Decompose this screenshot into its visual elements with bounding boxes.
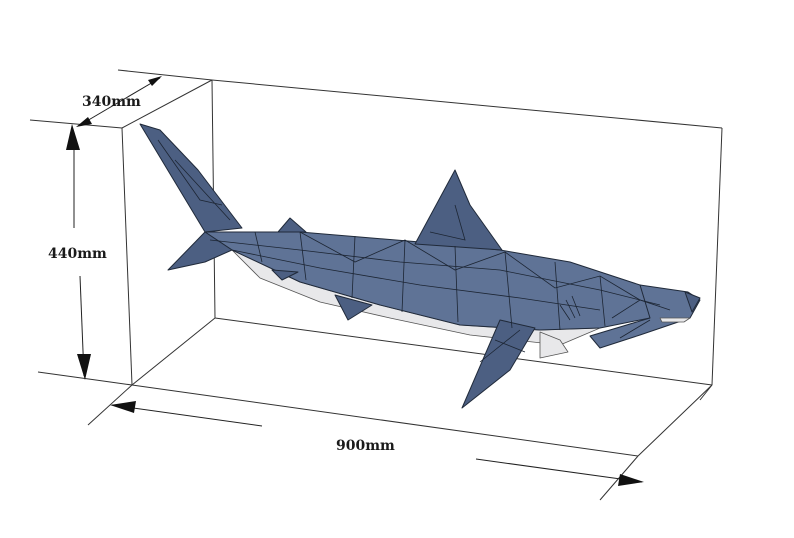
depth-dimension: 340mm [76,76,162,127]
length-dimension: 900mm [110,401,644,486]
length-label: 900mm [336,438,395,454]
height-label: 440mm [48,246,107,262]
height-dimension: 440mm [48,124,107,380]
hammerhead-shark-icon [139,123,701,409]
depth-label: 340mm [82,94,141,110]
